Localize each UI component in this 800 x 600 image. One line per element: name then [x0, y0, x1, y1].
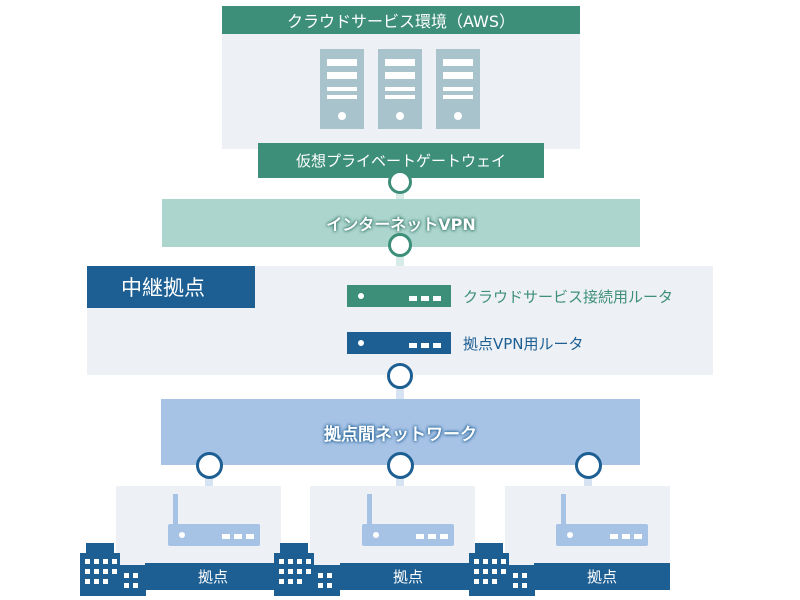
cloud-environment-title: クラウドサービス環境（AWS） — [222, 6, 580, 34]
building-icon — [469, 543, 535, 596]
relay-site-title: 中継拠点 — [87, 266, 255, 308]
network-connector-left — [196, 452, 223, 479]
relay-connector — [387, 363, 413, 389]
network-connector-center — [387, 452, 414, 479]
network-connector-right — [575, 452, 602, 479]
server-icon — [436, 49, 480, 129]
site-label-1: 拠点 — [145, 563, 281, 590]
cloud-connection-router: クラウドサービス接続用ルータ — [347, 285, 673, 307]
gateway-connector — [388, 170, 412, 194]
wifi-router-icon — [362, 494, 454, 546]
router-icon — [347, 285, 451, 307]
site-vpn-router-label: 拠点VPN用ルータ — [463, 334, 584, 353]
wifi-router-icon — [556, 494, 648, 546]
server-icon — [378, 49, 422, 129]
router-icon — [347, 332, 451, 354]
building-icon — [274, 543, 340, 596]
cloud-connection-router-label: クラウドサービス接続用ルータ — [463, 287, 674, 306]
site-label-2: 拠点 — [340, 563, 476, 590]
vpn-connector — [388, 233, 412, 257]
server-group — [320, 49, 480, 129]
site-vpn-router: 拠点VPN用ルータ — [347, 332, 584, 354]
server-icon — [320, 49, 364, 129]
internet-vpn-band: インターネットVPN — [162, 199, 640, 247]
wifi-router-icon — [168, 494, 260, 546]
site-label-3: 拠点 — [534, 563, 670, 590]
building-icon — [80, 543, 146, 596]
